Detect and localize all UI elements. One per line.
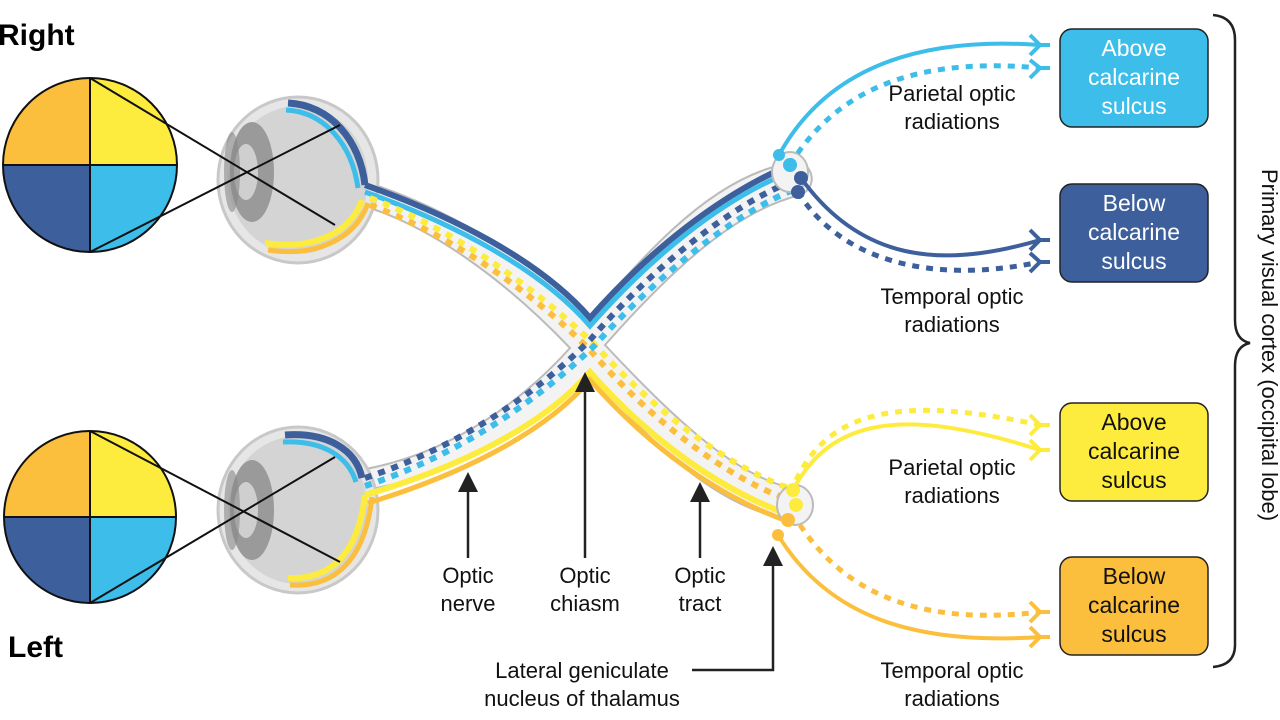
- cortex-box-above-top: Above calcarine sulcus: [1059, 28, 1209, 128]
- cortex-label: Primary visual cortex (occipital lobe): [1257, 169, 1280, 521]
- optic-tract-label-2: tract: [679, 591, 722, 616]
- cortex-bracket: [1212, 13, 1251, 669]
- field-lower-left: [3, 165, 90, 252]
- temporal-radiation-solid-bottom: [776, 533, 1041, 641]
- right-visual-field: [2, 77, 178, 253]
- parietal-label-top-1: Parietal optic: [888, 81, 1015, 106]
- retina-lower-orange: [289, 496, 375, 588]
- parietal-radiation-solid-top: [777, 41, 1041, 156]
- parietal-radiation-dotted-top: [787, 63, 1041, 167]
- temporal-radiation-solid-top: [799, 176, 1041, 258]
- fiber-dark-blue-dotted: [364, 177, 797, 481]
- synapse-terminals-top: [1028, 33, 1050, 274]
- temporal-label-bottom-2: radiations: [904, 686, 999, 711]
- temporal-label-top-2: radiations: [904, 312, 999, 337]
- field-lower-right: [90, 517, 176, 603]
- retina-lower-yellow: [287, 494, 368, 582]
- optic-chiasm-label-2: chiasm: [550, 591, 620, 616]
- fiber-light-blue-dotted: [364, 185, 800, 489]
- left-eye: [216, 425, 380, 595]
- field-upper-right: [90, 78, 177, 165]
- field-lower-left: [4, 517, 90, 603]
- retina-upper-dark: [287, 99, 369, 186]
- fiber-dark-blue-solid: [364, 162, 792, 323]
- retina-upper-dark: [284, 431, 366, 479]
- parietal-label-bottom-2: radiations: [904, 483, 999, 508]
- temporal-radiation-dotted-top: [795, 190, 1041, 273]
- svg-text:calcarine: calcarine: [1088, 592, 1180, 618]
- optic-tract-label-1: Optic: [674, 563, 725, 588]
- field-lower-right: [90, 165, 177, 252]
- parietal-label-bottom-1: Parietal optic: [888, 455, 1015, 480]
- cortex-box-above-bottom: Above calcarine sulcus: [1059, 402, 1209, 502]
- right-label: Right: [0, 19, 75, 52]
- left-label: Left: [8, 631, 63, 664]
- field-upper-left: [3, 78, 90, 165]
- cortex-box-below-top: Below calcarine sulcus: [1059, 183, 1209, 283]
- field-upper-right: [90, 431, 176, 517]
- svg-text:Above: Above: [1101, 409, 1166, 435]
- svg-text:sulcus: sulcus: [1101, 467, 1166, 493]
- svg-text:calcarine: calcarine: [1088, 64, 1180, 90]
- field-upper-left: [4, 431, 90, 517]
- lgn-label-1: Lateral geniculate: [495, 658, 669, 683]
- svg-text:sulcus: sulcus: [1101, 621, 1166, 647]
- svg-text:calcarine: calcarine: [1088, 219, 1180, 245]
- synapse-terminals-bottom: [1028, 413, 1050, 649]
- right-eye: [216, 95, 380, 265]
- optic-nerve-label-1: Optic: [442, 563, 493, 588]
- retina-lower-yellow: [264, 198, 365, 248]
- temporal-label-top-1: Temporal optic: [880, 284, 1023, 309]
- retina-lower-orange: [267, 202, 371, 255]
- svg-text:sulcus: sulcus: [1101, 93, 1166, 119]
- optic-chiasm-label-1: Optic: [559, 563, 610, 588]
- svg-text:Below: Below: [1103, 190, 1166, 216]
- parietal-radiation-solid-bottom: [791, 422, 1041, 491]
- light-rays: [89, 77, 341, 604]
- parietal-label-top-2: radiations: [904, 109, 999, 134]
- fiber-light-blue-solid: [364, 169, 791, 330]
- cortex-box-below-bottom: Below calcarine sulcus: [1059, 556, 1209, 656]
- svg-text:Above: Above: [1101, 35, 1166, 61]
- retina-upper-light: [282, 439, 359, 483]
- svg-text:sulcus: sulcus: [1101, 248, 1166, 274]
- svg-text:calcarine: calcarine: [1088, 438, 1180, 464]
- label-arrows: [458, 372, 783, 672]
- temporal-label-bottom-1: Temporal optic: [880, 658, 1023, 683]
- parietal-radiation-dotted-bottom: [793, 407, 1041, 482]
- left-visual-field: [3, 430, 177, 604]
- retina-upper-light: [285, 107, 361, 189]
- lgn-label-2: nucleus of thalamus: [484, 686, 680, 711]
- lgn-upper: [771, 149, 809, 199]
- temporal-radiation-dotted-bottom: [797, 523, 1041, 618]
- svg-text:Below: Below: [1103, 563, 1166, 589]
- optic-nerve-label-2: nerve: [440, 591, 495, 616]
